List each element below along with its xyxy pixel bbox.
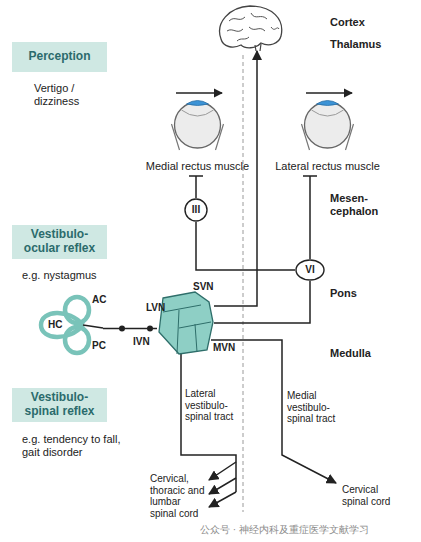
eye-sclera-shade [182, 110, 214, 116]
box-heading: Perception [12, 42, 107, 72]
nerve-pathway [303, 176, 317, 259]
nuclei-divisions [163, 305, 211, 354]
region-label: Mesen-cephalon [330, 192, 390, 217]
eyeball [175, 102, 221, 148]
nerve-pathway [214, 51, 257, 306]
muscle-label: Medial rectus muscle [140, 160, 255, 173]
reflex-box: Vestibulo-ocular reflexe.g. nystagmus [12, 225, 107, 259]
region-label: Pons [330, 287, 410, 300]
canal-label: PC [92, 340, 116, 352]
brain-gyri [227, 13, 279, 41]
lateral-tract-branch [209, 478, 236, 494]
nucleus-number: III [184, 198, 208, 222]
muscle-label: Lateral rectus muscle [270, 160, 385, 173]
vestibular-nerve [83, 325, 103, 328]
nucleus-label: MVN [213, 342, 243, 354]
eye: Lateral rectus muscle [270, 98, 385, 176]
eyeball [305, 102, 351, 148]
box-fill [12, 388, 107, 422]
nerve-dot [147, 326, 153, 332]
nucleus-label: LVN [146, 302, 176, 314]
nucleus-circle [185, 199, 207, 221]
perception-box: PerceptionVertigo / dizziness [12, 42, 107, 72]
eye: Medial rectus muscle [140, 98, 255, 176]
box-fill [12, 225, 107, 259]
nucleus-oval [296, 260, 324, 280]
brain-illustration: CortexThalamus [215, 3, 285, 51]
reflex-box: Vestibulo-spinal reflexe.g. tendency to … [12, 388, 107, 422]
lateral-tract-branch [209, 492, 236, 507]
semicircular-canals: ACHCPC [35, 290, 103, 360]
eye-movement-arrow [176, 92, 222, 93]
nerve-pathway [189, 176, 203, 198]
box-fill [12, 42, 107, 72]
region-label: Cortex [330, 16, 415, 29]
nerve-pathway [103, 328, 157, 330]
watermark: 公众号 · 神经内科及重症医学文献学习 [200, 524, 421, 536]
brain-outline [215, 3, 285, 51]
nucleus-oval: VI [295, 259, 325, 281]
region-label: Thalamus [330, 38, 415, 51]
target-label: Cervical spinal cord [342, 484, 404, 507]
brain-outline [220, 6, 282, 48]
nucleus-label: IVN [133, 336, 163, 348]
nucleus-circle: III [184, 198, 208, 222]
box-heading: Vestibulo-spinal reflex [12, 388, 107, 422]
box-note: e.g. tendency to fall, gait disorder [22, 433, 130, 458]
canal-label: AC [92, 294, 116, 306]
region-label: Medulla [330, 347, 410, 360]
cornea [317, 101, 339, 106]
nuclei-outline [159, 292, 213, 354]
nerve-pathway [214, 281, 310, 323]
nuclei-outline [157, 292, 214, 354]
nerve-dot [119, 326, 125, 332]
tract-label: Medial vestibulo-spinal tract [287, 390, 343, 425]
nucleus-number: VI [295, 259, 325, 281]
nucleus-label: SVN [193, 281, 223, 293]
lateral-tract-branch [209, 462, 236, 480]
cornea [187, 101, 209, 106]
eye-sclera-shade [312, 110, 344, 116]
eye-movement-arrow [306, 92, 352, 93]
midline [243, 55, 244, 512]
brainstem [255, 44, 261, 51]
lateral-tract-line [181, 354, 236, 492]
nerve-pathway [196, 222, 295, 270]
tract-label: Lateral vestibulo-spinal tract [185, 388, 235, 423]
target-label: Cervical, thoracic and lumbar spinal cor… [150, 473, 208, 519]
box-heading: Vestibulo-ocular reflex [12, 225, 107, 259]
box-note: Vertigo / dizziness [34, 82, 96, 107]
box-note: e.g. nystagmus [22, 269, 122, 282]
vestibular-nuclei: SVNLVNIVNMVN [157, 292, 214, 354]
canal-label: HC [48, 319, 72, 331]
horizontal-canal [41, 313, 83, 337]
